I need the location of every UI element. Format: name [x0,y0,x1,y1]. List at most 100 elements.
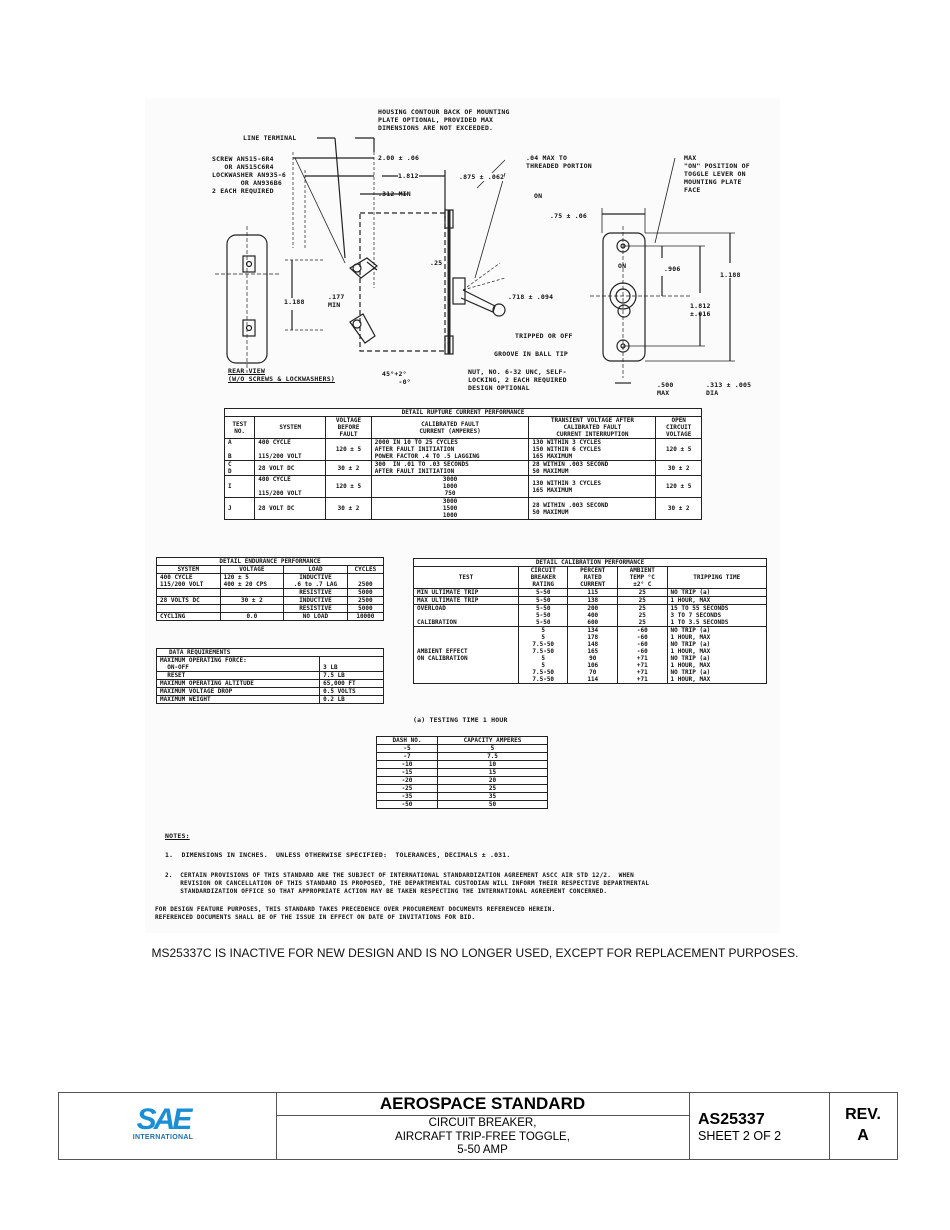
table-title: DETAIL ENDURANCE PERFORMANCE [156,557,384,566]
cell-system: 28 VOLT DC [254,497,327,520]
cell-label: MAXIMUM VOLTAGE DROP [155,687,321,696]
cell-cycles: 10000 [346,612,385,621]
col-header: SYSTEM [254,416,327,439]
cell-transient: 28 WITHIN .003 SECOND 50 MAXIMUM [528,460,657,476]
cell-dash: -20 [376,776,438,785]
cell-label: MAXIMUM WEIGHT [155,695,321,704]
callout-groove-ball-tip: GROOVE IN BALL TIP [494,350,569,358]
cell-rating: 5 5 7.5-50 7.5-50 5 5 7.5-50 7.5-50 [517,626,569,684]
cell-cycles: 2500 [346,596,385,605]
dim-2-00: 2.00 ± .06 [378,154,420,162]
label-on-front: ON [618,262,627,270]
cell-temp: -60 -60 -60 -60 +71 +71 +71 +71 [617,626,668,684]
dim-1-812-tol: 1.812 ±.016 [690,302,711,318]
table-row: OVERLOAD CALIBRATION 5-50 5-50 5-50 200 … [413,604,768,627]
cell-percent: 115 [567,588,619,597]
cell-temp: 25 [617,596,668,605]
cell-load: INDUCTIVE [283,596,348,605]
sae-logo: SAE INTERNATIONAL [127,1103,199,1142]
callout-rear-view: REAR VIEW (W/O SCREWS & LOCKWASHERS) [228,367,335,383]
cell-transient: 28 WITHIN .003 SECOND 50 MAXIMUM [528,497,657,520]
cell-percent: 200 400 600 [567,604,619,627]
callout-line-terminal: LINE TERMINAL [243,134,297,142]
cell-current: 3000 1000 750 [370,475,530,498]
logo-cell: SAE INTERNATIONAL [59,1093,277,1159]
cell-voltage: 30 ± 2 [219,596,285,605]
callout-tripped-or-off: TRIPPED OR OFF [515,332,573,340]
table-title: DATA REQUIREMENTS [156,648,384,657]
cell-rating: 5-50 5-50 5-50 [517,604,569,627]
cell-load: RESISTIVE [283,588,348,597]
notes-heading: NOTES: [165,832,190,840]
col-header: VOLTAGE [219,565,285,574]
dim-312-min: .312 MIN [378,190,411,198]
cell-current: 2000 IN 10 TO 25 CYCLES AFTER FAULT INIT… [370,438,530,461]
title-line-3: 5-50 AMP [457,1144,508,1156]
dim-177-min: .177 MIN [328,293,345,309]
cell-test: A B [223,438,256,461]
note-2: 2. CERTAIN PROVISIONS OF THIS STANDARD A… [165,872,650,895]
dim-25: .25 [430,259,443,267]
cell-system: 400 CYCLE 115/200 VOLT [156,573,221,589]
col-header: TEST NO. [223,416,256,439]
cell-capacity: 5 [436,744,549,753]
dim-906: .906 [664,265,681,273]
cell-transient: 130 WITHIN 3 CYCLES 165 MAXIMUM [528,475,657,498]
document-number: AS25337 [698,1111,765,1128]
cell-capacity: 10 [436,760,549,769]
cell-label: MAXIMUM OPERATING ALTITUDE [155,679,321,688]
sae-logo-mark: SAE [136,1103,193,1136]
col-header: PERCENT RATED CURRENT [567,566,619,589]
calibration-footnote: (a) TESTING TIME 1 HOUR [413,716,508,724]
table-row: MAXIMUM OPERATING ALTITUDE 65,000 FT [155,679,384,688]
cell-system: 28 VOLTS DC [156,596,221,605]
dim-1-812: 1.812 [398,172,419,180]
table-row: A B 400 CYCLE 115/200 VOLT 120 ± 5 2000 … [223,438,702,461]
cell-voltage [219,588,285,597]
table-row: CYCLING 0.0 NO LOAD 10000 [156,612,385,621]
cell-load: RESISTIVE [283,604,348,613]
table-row: MAX ULTIMATE TRIP 5-50 138 25 1 HOUR, MA… [413,596,768,605]
front-view-outline [602,232,646,362]
callout-housing-contour: HOUSING CONTOUR BACK OF MOUNTING PLATE O… [378,108,510,132]
callout-threaded-portion: .04 MAX TO THREADED PORTION [526,154,592,170]
col-header: TRIPPING TIME [666,566,768,589]
cell-cycles: 5000 [346,604,385,613]
callout-on: ON [534,192,543,200]
cell-percent: 138 [567,596,619,605]
cell-value: 65,000 FT [319,679,384,688]
table-row: J 28 VOLT DC 30 ± 2 3000 1500 1000 28 WI… [223,497,702,520]
table-row: RESISTIVE 5000 [156,588,385,597]
cell-voltage: 0.0 [219,612,285,621]
cell-test: C D [223,460,256,476]
cell-system [156,604,221,613]
cell-open: 120 ± 5 [655,475,702,498]
cell-time: 1 HOUR, MAX [666,596,768,605]
revision-label: REV. [845,1106,881,1123]
sae-logo-subtext: INTERNATIONAL [132,1134,194,1141]
cell-cycles: 5000 [346,588,385,597]
cell-cycles: 2500 [346,573,385,589]
revision-cell: REV. A [829,1093,897,1159]
cell-voltage: 120 ± 5 400 ± 20 CPS [219,573,285,589]
revision-value: A [857,1127,869,1144]
title-cell: AEROSPACE STANDARD CIRCUIT BREAKER, AIRC… [276,1093,690,1159]
callout-max-on-position: MAX "ON" POSITION OF TOGGLE LEVER ON MOU… [684,154,750,194]
inactive-notice: MS25337C IS INACTIVE FOR NEW DESIGN AND … [151,946,799,960]
table-row: MAXIMUM VOLTAGE DROP 0.5 VOLTS [155,687,384,696]
cell-open: 120 ± 5 [655,438,702,461]
document-number-cell: AS25337 SHEET 2 OF 2 [689,1093,830,1159]
table-row: 28 VOLTS DC 30 ± 2 INDUCTIVE 2500 [156,596,385,605]
cell-rating: 5-50 [517,588,569,597]
cell-test: I [223,475,256,498]
cell-test: MIN ULTIMATE TRIP [413,588,519,597]
col-header: TRANSIENT VOLTAGE AFTER CALIBRATED FAULT… [528,416,657,439]
table-row: MAXIMUM OPERATING FORCE: ON-OFF 3 LB [155,656,384,672]
data-requirements-table: DATA REQUIREMENTS MAXIMUM OPERATING FORC… [155,648,384,704]
cell-capacity: 15 [436,768,549,777]
cell-voltage [219,604,285,613]
